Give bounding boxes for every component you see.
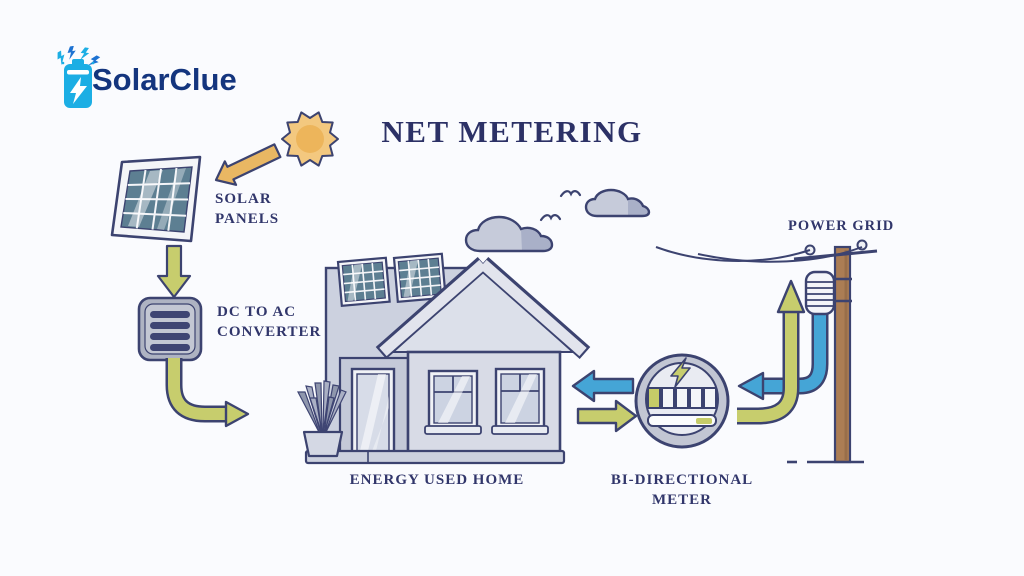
meter-display-cells	[647, 387, 717, 409]
plant-icon	[297, 380, 347, 458]
label-bidirectional-meter: BI-DIRECTIONAL METER	[610, 472, 754, 508]
home-to-meter-arrow	[576, 399, 638, 433]
meter-to-home-arrow	[571, 369, 635, 403]
cloud-icon	[464, 215, 554, 253]
solar-panel-icon	[110, 155, 202, 243]
house-window	[491, 367, 549, 435]
grid-to-meter-arrow	[737, 312, 829, 401]
panels-to-converter-arrow	[156, 244, 192, 299]
label-energy-used-home: ENERGY USED HOME	[349, 472, 525, 488]
label-converter: DC TO AC CONVERTER	[217, 304, 322, 340]
house-door	[350, 367, 396, 458]
meter-to-grid-arrow	[737, 279, 806, 425]
house-icon	[304, 252, 591, 465]
bird-icon	[539, 214, 562, 222]
cloud-icon	[584, 188, 651, 218]
page-title: NET METERING	[381, 114, 643, 149]
house-window	[424, 369, 482, 435]
label-power-grid: POWER GRID	[788, 218, 895, 234]
battery-lightning-icon	[57, 46, 101, 108]
rooftop-solar-panel	[392, 252, 447, 304]
meter-icon	[634, 353, 730, 449]
sun-icon	[281, 111, 339, 167]
brand-name: SolarClue	[92, 62, 237, 97]
logo: SolarClue	[54, 46, 237, 110]
meter-progress-bar	[647, 414, 717, 427]
transformer-icon	[804, 270, 852, 316]
bird-icon	[559, 190, 582, 198]
power-pole-icon	[793, 239, 878, 464]
converter-icon	[137, 296, 203, 362]
rooftop-solar-panel	[336, 256, 391, 308]
label-solar-panels: SOLAR PANELS	[215, 191, 280, 227]
power-lines	[655, 246, 863, 263]
sunlight-arrow	[214, 143, 282, 186]
converter-to-home-arrow	[165, 358, 250, 428]
